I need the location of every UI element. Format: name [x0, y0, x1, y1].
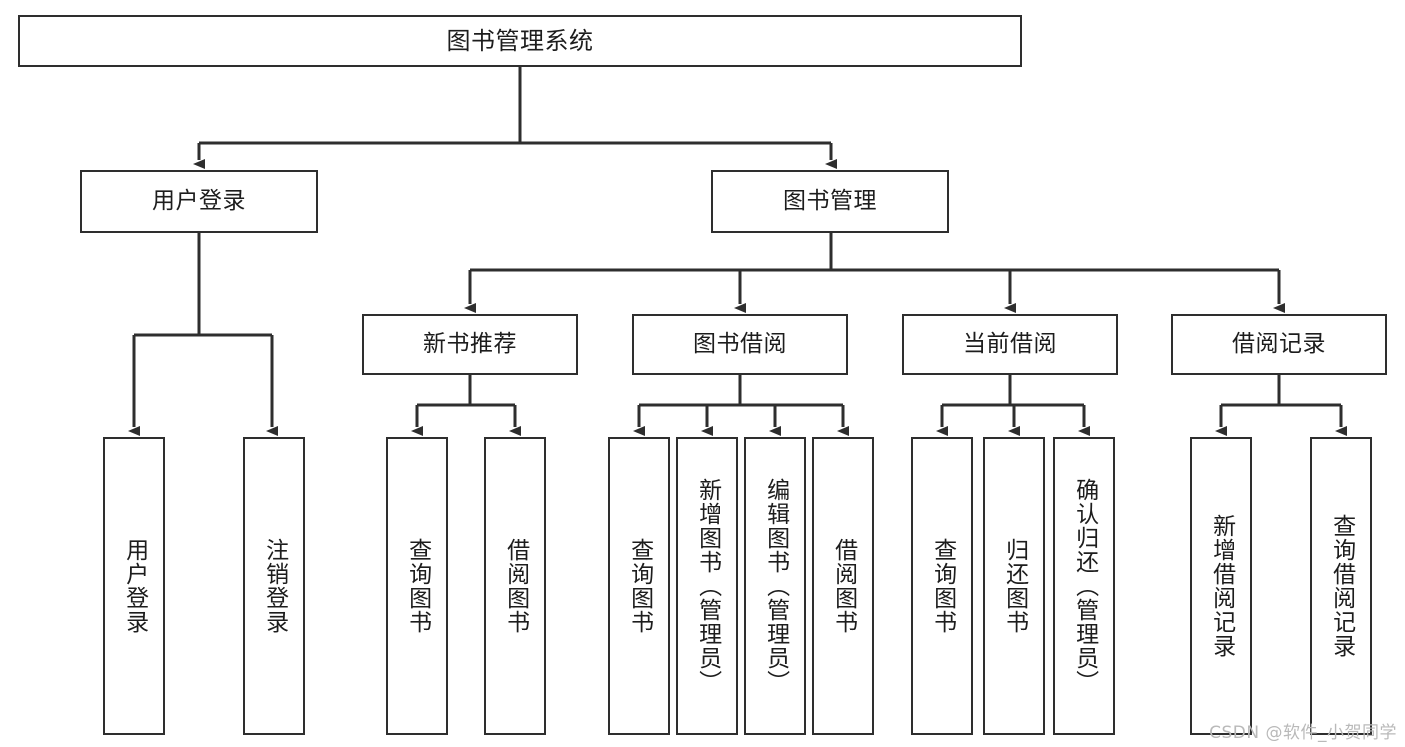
node-leaf-12-label: 新增借阅记录: [1208, 514, 1235, 658]
watermark-text: CSDN @软件_小贺同学: [1209, 723, 1397, 743]
node-leaf-4[interactable]: 借阅图书: [484, 437, 546, 735]
node-leaf-10-label: 归还图书: [1001, 538, 1028, 634]
node-leaf-2-label: 注销登录: [261, 538, 288, 634]
node-level3-4-label: 借阅记录: [1232, 330, 1326, 357]
node-leaf-3-label: 查询图书: [404, 538, 431, 634]
node-leaf-5-label: 查询图书: [626, 538, 653, 634]
node-leaf-7-label: 编辑图书（管理员）: [762, 478, 789, 694]
node-leaf-2[interactable]: 注销登录: [243, 437, 305, 735]
node-level3-4[interactable]: 借阅记录: [1171, 314, 1387, 375]
node-leaf-5[interactable]: 查询图书: [608, 437, 670, 735]
node-leaf-8-label: 借阅图书: [830, 538, 857, 634]
node-level2-2[interactable]: 图书管理: [711, 170, 949, 233]
node-leaf-6[interactable]: 新增图书（管理员）: [676, 437, 738, 735]
node-leaf-8[interactable]: 借阅图书: [812, 437, 874, 735]
node-level3-2[interactable]: 图书借阅: [632, 314, 848, 375]
node-leaf-1[interactable]: 用户登录: [103, 437, 165, 735]
node-leaf-13[interactable]: 查询借阅记录: [1310, 437, 1372, 735]
node-leaf-6-label: 新增图书（管理员）: [694, 478, 721, 694]
node-leaf-11[interactable]: 确认归还（管理员）: [1053, 437, 1115, 735]
node-level3-1-label: 新书推荐: [423, 330, 517, 357]
node-leaf-12[interactable]: 新增借阅记录: [1190, 437, 1252, 735]
node-level3-2-label: 图书借阅: [693, 330, 787, 357]
node-leaf-3[interactable]: 查询图书: [386, 437, 448, 735]
node-level3-3[interactable]: 当前借阅: [902, 314, 1118, 375]
node-leaf-4-label: 借阅图书: [502, 538, 529, 634]
node-level3-3-label: 当前借阅: [963, 330, 1057, 357]
node-level2-1[interactable]: 用户登录: [80, 170, 318, 233]
node-leaf-9[interactable]: 查询图书: [911, 437, 973, 735]
node-leaf-9-label: 查询图书: [929, 538, 956, 634]
node-level2-2-label: 图书管理: [783, 187, 877, 214]
node-leaf-11-label: 确认归还（管理员）: [1071, 478, 1098, 694]
node-level3-1[interactable]: 新书推荐: [362, 314, 578, 375]
node-leaf-1-label: 用户登录: [121, 538, 148, 634]
node-leaf-10[interactable]: 归还图书: [983, 437, 1045, 735]
node-root-label: 图书管理系统: [446, 26, 594, 55]
node-level2-1-label: 用户登录: [152, 187, 246, 214]
node-root[interactable]: 图书管理系统: [18, 15, 1022, 67]
node-leaf-7[interactable]: 编辑图书（管理员）: [744, 437, 806, 735]
edges-group: [128, 67, 1347, 436]
node-leaf-13-label: 查询借阅记录: [1328, 514, 1355, 658]
